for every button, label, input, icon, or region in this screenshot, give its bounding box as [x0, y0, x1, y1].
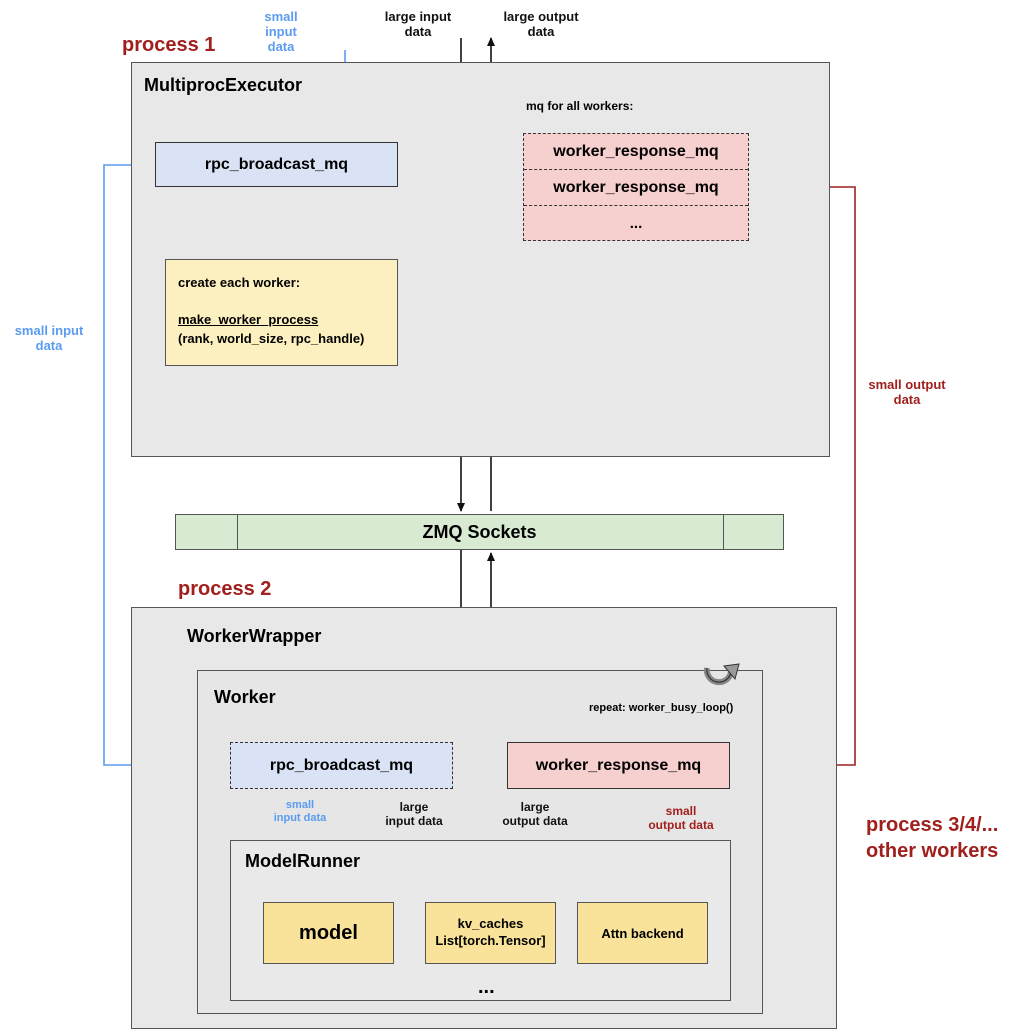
create-worker-line1: create each worker: — [178, 275, 301, 290]
small-output-inner-line1: small — [665, 804, 697, 818]
worker-response-mq-item: worker_response_mq — [524, 170, 748, 206]
small-output-inner-label: small output data — [640, 804, 722, 833]
small-input-top-line1: small input — [264, 9, 298, 39]
large-output-top-label: large output data — [495, 9, 587, 40]
small-output-inner-line2: output data — [648, 817, 714, 832]
large-output-inner-line1: large — [520, 800, 550, 814]
kv-caches-line1: kv_caches — [457, 916, 524, 932]
large-output-inner-line2: output data — [502, 813, 568, 828]
make-worker-process-args: (rank, world_size, rpc_handle) — [178, 330, 365, 346]
executor-rpc-broadcast-mq: rpc_broadcast_mq — [155, 142, 398, 187]
worker-title: Worker — [214, 687, 276, 707]
multiproc-executor-panel: MultiprocExecutor — [131, 62, 830, 457]
process-1-label: process 1 — [122, 34, 216, 56]
large-output-inner-label: large output data — [494, 800, 576, 829]
worker-response-mq: worker_response_mq — [507, 742, 730, 789]
process-other-line2: other workers — [866, 840, 999, 862]
small-output-right-line1: small output — [868, 377, 946, 392]
make-worker-process-func: make_worker_process — [178, 311, 319, 327]
model-runner-more: ... — [478, 976, 495, 998]
small-output-right-line2: data — [893, 391, 921, 407]
worker-response-mq-more: ... — [629, 214, 643, 232]
small-input-left-line1: small input — [14, 323, 84, 338]
large-input-top-line1: large input — [384, 9, 452, 24]
mq-caption: mq for all workers: — [526, 99, 634, 113]
small-input-top-label: small input data — [250, 9, 312, 55]
kv-caches-box: kv_caches List[torch.Tensor] — [425, 902, 556, 964]
small-input-inner-label: small input data — [268, 799, 332, 824]
repeat-loop-caption: repeat: worker_busy_loop() — [589, 702, 734, 714]
kv-caches-line2: List[torch.Tensor] — [435, 933, 546, 948]
loop-icon — [703, 663, 740, 686]
small-input-top-line2: data — [267, 38, 295, 54]
small-input-inner-line1: small — [285, 799, 315, 811]
attn-backend-box: Attn backend — [577, 902, 708, 964]
zmq-sockets-bar: ZMQ Sockets — [175, 514, 784, 550]
small-output-right-label: small output data — [858, 377, 956, 408]
small-input-left-label: small input data — [10, 323, 88, 354]
create-worker-box: create each worker: make_worker_process … — [165, 259, 398, 366]
large-input-top-line2: data — [404, 23, 432, 39]
process-2-label: process 2 — [178, 578, 272, 600]
large-output-top-line2: data — [527, 23, 555, 39]
small-input-left-line2: data — [35, 337, 63, 353]
small-input-inner-line2: input data — [273, 811, 327, 824]
large-output-top-line1: large output — [503, 9, 579, 24]
large-input-inner-line2: input data — [385, 813, 443, 828]
worker-response-mq-list: worker_response_mq worker_response_mq ..… — [523, 133, 749, 241]
worker-response-mq-item: worker_response_mq — [524, 134, 748, 170]
large-input-top-label: large input data — [378, 9, 458, 40]
process-other-label: process 3/4/... other workers — [866, 812, 998, 864]
model-runner-title: ModelRunner — [245, 851, 360, 871]
executor-title: MultiprocExecutor — [144, 75, 303, 95]
worker-rpc-broadcast-mq: rpc_broadcast_mq — [230, 742, 453, 789]
model-box: model — [263, 902, 394, 964]
worker-wrapper-title: WorkerWrapper — [187, 626, 322, 646]
zmq-sockets-label: ZMQ Sockets — [422, 521, 537, 542]
large-input-inner-label: large input data — [378, 800, 450, 829]
large-input-inner-line1: large — [399, 800, 429, 814]
process-other-line1: process 3/4/... — [866, 814, 999, 836]
